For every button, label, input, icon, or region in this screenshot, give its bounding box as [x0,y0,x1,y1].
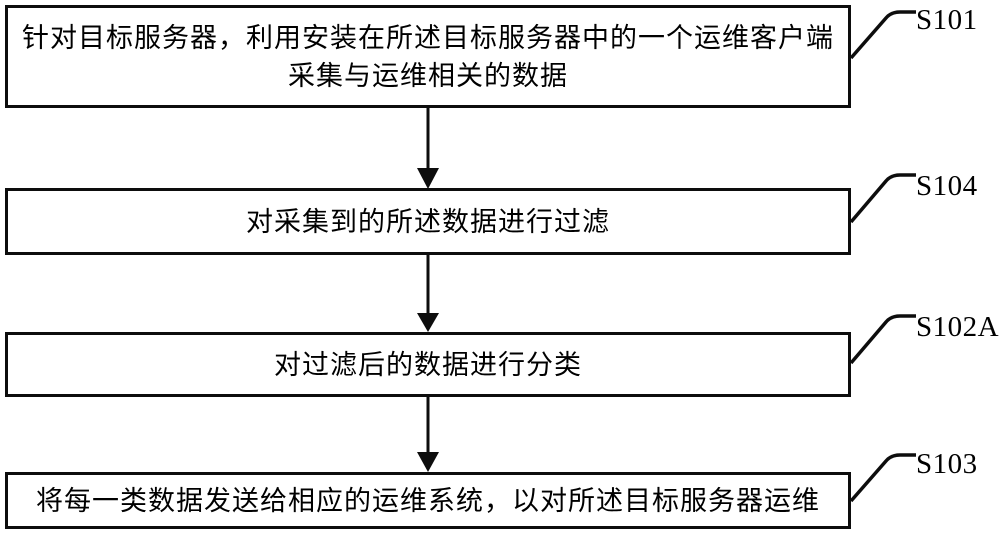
step-text-s101: 针对目标服务器，利用安装在所述目标服务器中的一个运维客户端 采集与运维相关的数据 [22,22,834,91]
step-text-s102a: 对过滤后的数据进行分类 [274,349,582,380]
step-label-s102a: S102A [916,311,1000,343]
leader-line-s104 [849,173,916,224]
step-text-s104: 对采集到的所述数据进行过滤 [246,206,610,237]
arrow-head-icon-1 [417,168,439,189]
step-label-s101: S101 [916,4,978,36]
step-text-s103: 将每一类数据发送给相应的运维系统，以对所述目标服务器运维 [36,485,820,516]
arrow-head-icon-2 [417,313,439,332]
step-box-s102a: 对过滤后的数据进行分类 [5,332,851,397]
step-box-s101: 针对目标服务器，利用安装在所述目标服务器中的一个运维客户端 采集与运维相关的数据 [5,5,851,108]
arrow-head-icon-3 [417,452,439,472]
step-label-s103: S103 [916,448,978,480]
leader-line-s102a [849,314,916,365]
leader-line-s103 [849,453,916,503]
leader-line-s101 [849,10,916,60]
step-box-s103: 将每一类数据发送给相应的运维系统，以对所述目标服务器运维 [5,472,851,529]
step-box-s104: 对采集到的所述数据进行过滤 [5,188,851,255]
step-label-s104: S104 [916,170,978,202]
